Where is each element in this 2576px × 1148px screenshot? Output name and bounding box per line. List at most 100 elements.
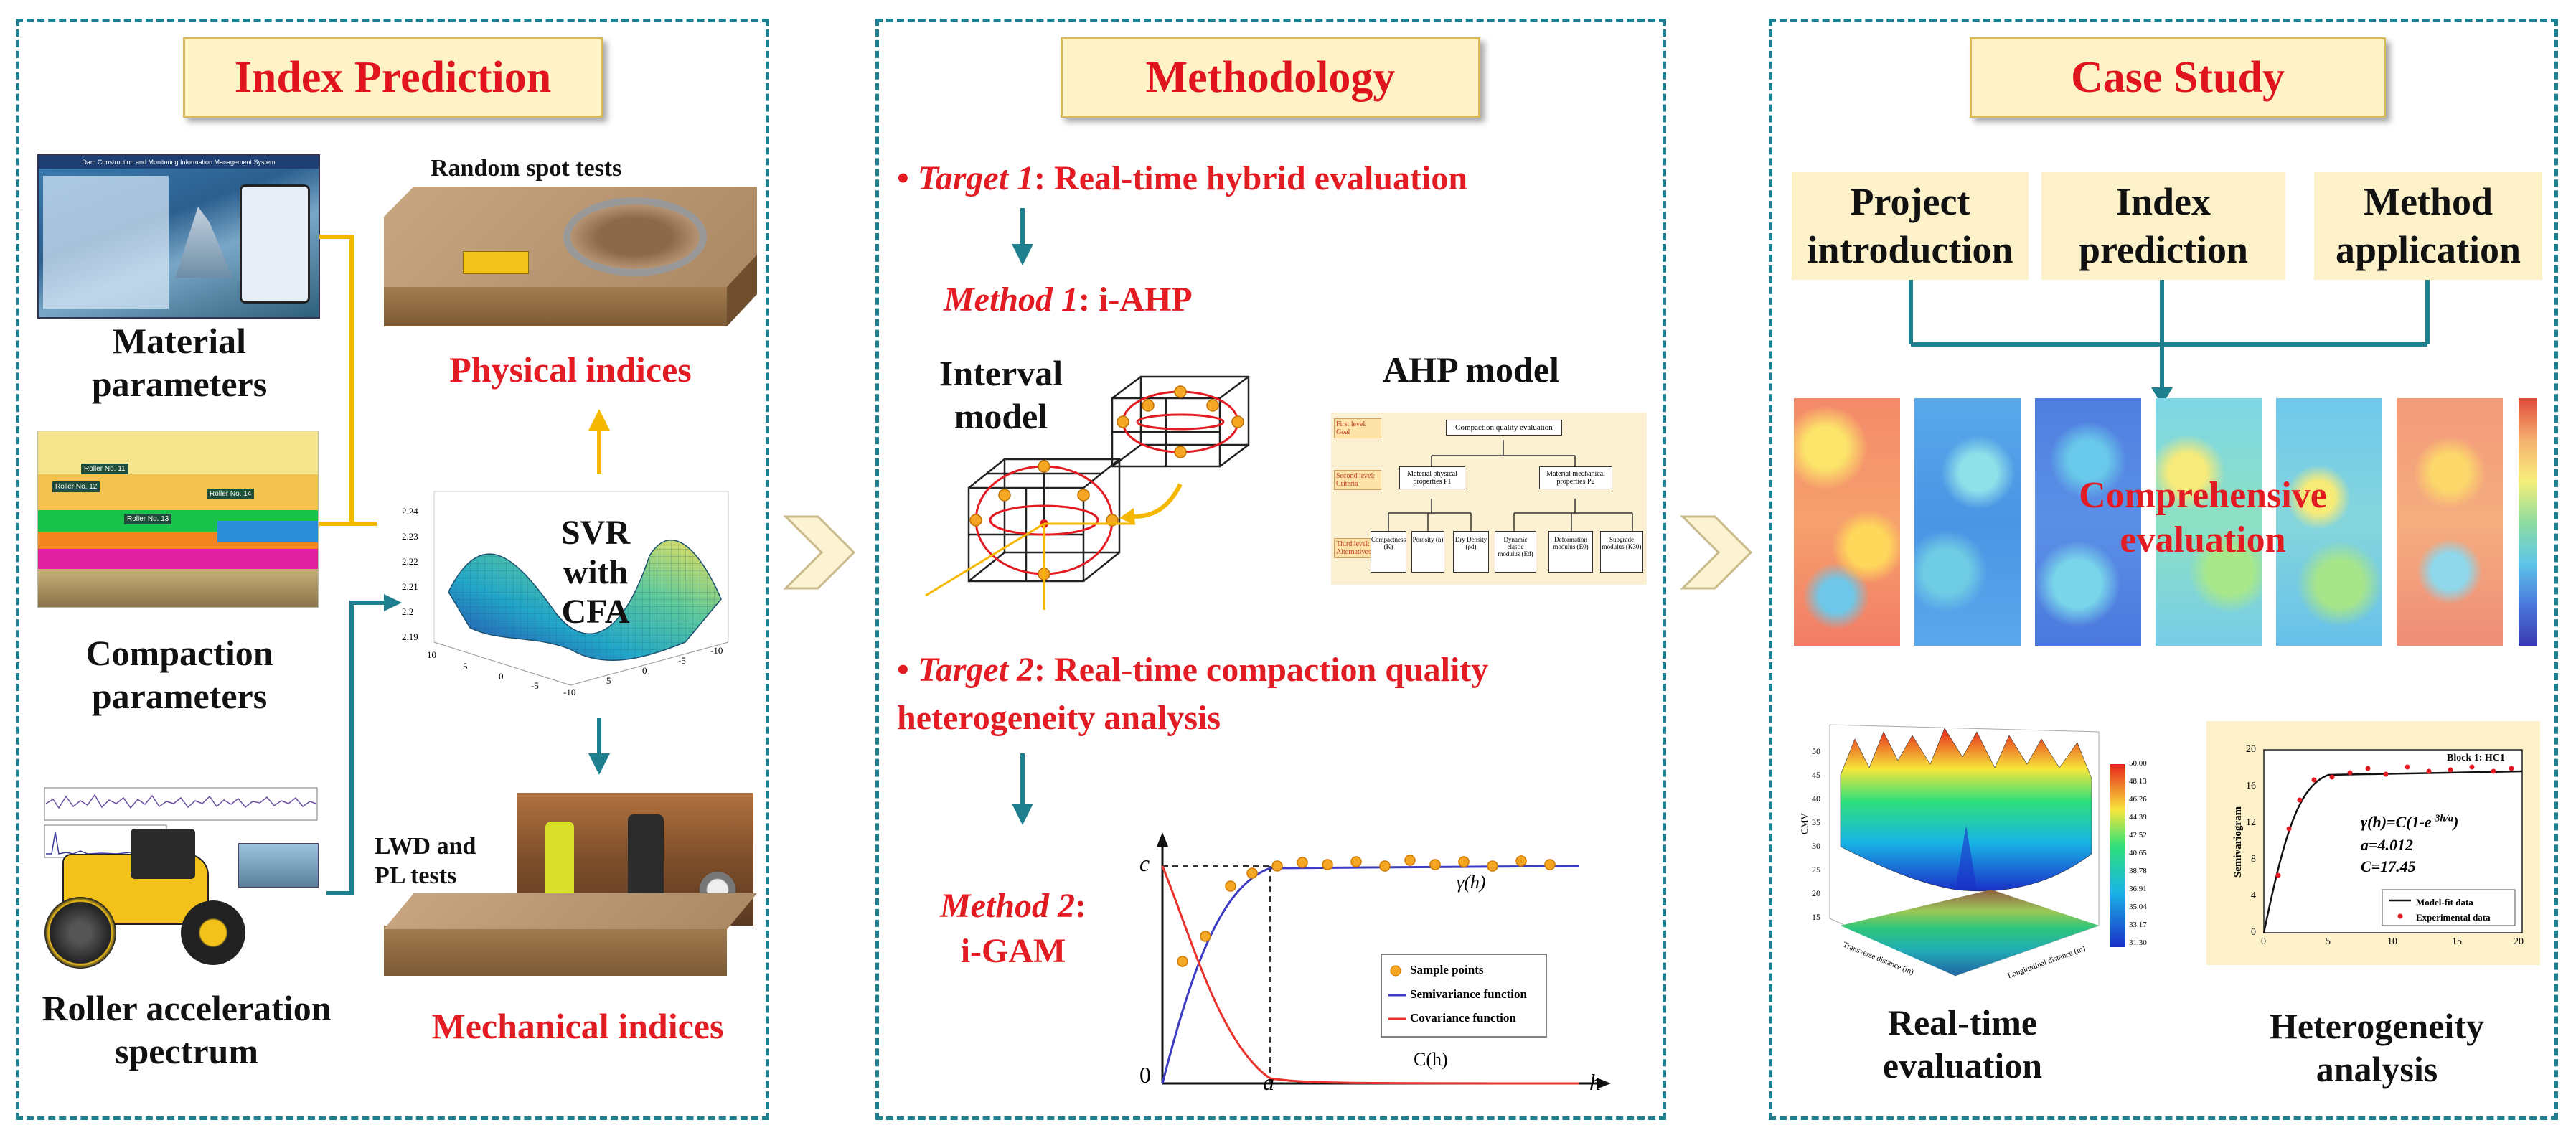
chart-legend-item: Semivariance function	[1410, 987, 1527, 1001]
roller-tag: Roller No. 13	[124, 514, 172, 524]
variogram-ylabel: Semivariogram	[2232, 806, 2244, 878]
ahp-alternative-node: Deformation modulus (E0)	[1548, 531, 1593, 573]
chart-legend-item: Sample points	[1410, 963, 1484, 977]
heterogeneity-analysis-label: Heterogeneity analysis	[2270, 1006, 2484, 1089]
material-parameters-label: Material parameters	[91, 321, 268, 404]
variogram-c-value: C=17.45	[2361, 857, 2416, 875]
variogram-x-tick: 0	[2261, 936, 2266, 947]
realtime-evaluation-label: Real-time evaluation	[1882, 1002, 2043, 1086]
heatmap-strip	[1794, 398, 1900, 646]
variogram-y-tick: 16	[2246, 781, 2256, 791]
svr-with-cfa-label: SVR with CFA	[560, 514, 631, 631]
variogram-fit-chart: Block 1: HC1 γ(h)=C(1-e-3h/a) a=4.012 C=…	[2206, 721, 2540, 965]
random-spot-tests-label: Random spot tests	[431, 155, 622, 182]
comprehensive-evaluation-label: Comprehensive evaluation	[2079, 475, 2327, 561]
roller-tag: Roller No. 14	[207, 489, 255, 499]
variogram-legend-item: Experimental data	[2416, 912, 2491, 923]
realtime-evaluation-surface: CMV Transverse distance (m) Longitudinal…	[1790, 710, 2178, 990]
variogram-a-value: a=4.012	[2361, 836, 2414, 854]
ahp-root-node: Compaction quality evaluation	[1446, 420, 1562, 436]
colorbar-value: 46.26	[2129, 795, 2147, 804]
ahp-goal-tag: First level: Goal	[1334, 418, 1381, 438]
arrow-down-teal	[588, 718, 610, 775]
roller-tag: Roller No. 12	[52, 481, 100, 492]
ahp-alternative-node: Porosity (n)	[1411, 531, 1444, 573]
surface-z-tick: 30	[1812, 841, 1820, 851]
surface-z-tick: 45	[1812, 770, 1820, 780]
colorbar-value: 31.30	[2129, 938, 2147, 947]
chevron-right-icon	[1680, 515, 1753, 590]
surface-x-tick: 10	[427, 649, 436, 660]
case-study-title: Case Study	[1970, 37, 2386, 118]
variogram-block-label: Block 1: HC1	[2447, 753, 2505, 763]
system-phone-panel	[240, 184, 310, 304]
method-application-box: Method application	[2314, 172, 2542, 280]
arrow-up-yellow	[588, 409, 610, 474]
chart-legend-item: Covariance function	[1410, 1011, 1516, 1025]
evaluation-heatmaps	[1787, 398, 2547, 657]
compaction-parameters-label: Compaction parameters	[85, 633, 273, 716]
variogram-formula-end: )	[2453, 813, 2459, 831]
random-spot-test-image	[384, 187, 757, 330]
case-study-connectors	[1909, 280, 2430, 405]
surface-z-tick: 40	[1812, 794, 1820, 804]
surface-y-tick: -10	[710, 645, 723, 656]
heatmap-strip	[2276, 398, 2382, 646]
ahp-alternative-node: Dry Density (ρd)	[1453, 531, 1489, 573]
surface-x-tick: -10	[563, 687, 576, 697]
semivariance-covariance-chart	[1157, 832, 1611, 1089]
management-system-screenshot: Dam Construction and Monitoring Informat…	[37, 154, 320, 319]
lwd-pl-tests-label: LWD and PL tests	[375, 833, 476, 889]
interval-model-diagram	[925, 375, 1250, 610]
variogram-legend-item: Model-fit data	[2416, 897, 2473, 908]
variogram-y-tick: 4	[2251, 890, 2256, 901]
ahp-alternative-node: Dynamic elastic modulus (Ed)	[1495, 531, 1536, 573]
surface-z-tick: 20	[1812, 888, 1820, 898]
index-prediction-title: Index Prediction	[183, 37, 603, 118]
colorbar-value: 38.78	[2129, 867, 2147, 875]
method-2-label: Method 2	[940, 887, 1076, 926]
physical-indices-label: Physical indices	[449, 349, 692, 390]
variogram-formula-main: γ(h)=C(1-e	[2361, 813, 2432, 831]
methodology-panel	[875, 19, 1666, 1120]
target-2-label: Target 2	[917, 651, 1035, 689]
chart-zero-label: 0	[1139, 1062, 1151, 1088]
colorbar-value: 44.39	[2129, 813, 2147, 822]
method-2-text: : i-GAM	[960, 887, 1086, 970]
variogram-formula: γ(h)=C(1-e-3h/a)	[2361, 813, 2458, 832]
variogram-x-tick: 5	[2326, 936, 2331, 947]
roller-acceleration-label: Roller acceleration spectrum	[42, 988, 332, 1071]
ahp-criteria-node: Material mechanical properties P2	[1539, 466, 1612, 489]
interval-model-label: Interval model	[939, 353, 1063, 436]
compaction-parameters-screenshot: Roller No. 11 Roller No. 12 Roller No. 1…	[37, 430, 319, 608]
surface-z-tick: 50	[1812, 746, 1820, 756]
chart-gamma-label: γ(h)	[1457, 872, 1486, 893]
lwd-pl-test-image	[384, 793, 757, 976]
heatmap-strip	[1914, 398, 2021, 646]
target-1-text: : Real-time hybrid evaluation	[1034, 159, 1468, 197]
colorbar-value: 48.13	[2129, 777, 2147, 786]
heatmap-strip	[2035, 398, 2141, 646]
surface-z-tick: 2.19	[402, 631, 418, 642]
surface-z-tick: 2.23	[402, 531, 418, 542]
method-2: Method 2: i-GAM	[940, 839, 1086, 974]
target-2: • Target 2: Real-time compaction quality…	[897, 651, 1489, 738]
mechanical-indices-label: Mechanical indices	[431, 1006, 724, 1046]
method-1-text: : i-AHP	[1078, 281, 1193, 319]
variogram-x-tick: 15	[2452, 936, 2462, 947]
method-1-label: Method 1	[944, 281, 1079, 319]
ahp-alternative-node: Compactness (K)	[1371, 531, 1406, 573]
surface-z-tick: 2.21	[402, 581, 418, 592]
target-2-text: : Real-time compaction quality heterogen…	[897, 651, 1489, 738]
chart-h-label: h	[1589, 1069, 1601, 1095]
ahp-hierarchy-diagram: First level: Goal Second level: Criteria…	[1331, 413, 1647, 585]
methodology-title: Methodology	[1061, 37, 1480, 118]
index-prediction-box: Index prediction	[2041, 172, 2285, 280]
surface-z-tick: 35	[1812, 817, 1820, 827]
arrow-down-target1	[1012, 208, 1033, 265]
colorbar-value: 33.17	[2129, 921, 2147, 929]
variogram-y-tick: 8	[2251, 854, 2256, 865]
arrow-down-target2	[1012, 753, 1033, 825]
colorbar-value: 36.91	[2129, 885, 2147, 893]
surface-y-tick: -5	[678, 655, 686, 666]
